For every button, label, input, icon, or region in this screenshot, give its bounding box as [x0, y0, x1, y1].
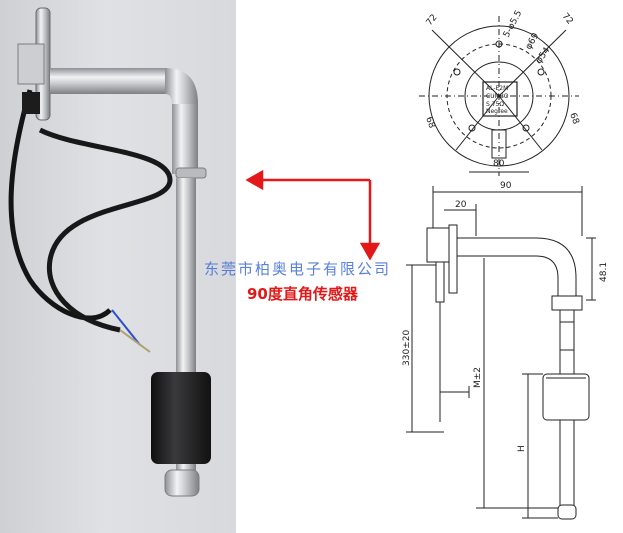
plate-line-2: CUMBO — [486, 93, 509, 100]
sensor-photo-illustration — [8, 7, 211, 497]
dim-length: 330±20 — [402, 330, 412, 366]
plate-line-3: S 75Ω — [486, 101, 504, 108]
name-plate: AL-E2M CUMBO S 75Ω Negree — [486, 85, 509, 115]
sensor-photo — [0, 0, 236, 533]
pointer-arrow — [245, 169, 381, 261]
company-watermark: 东莞市柏奥电子有限公司 — [204, 260, 392, 278]
technical-drawing-svg: 72 72 5-φ5.5 φ69 φ54 68 68 80 AL-E2M CUM… — [245, 9, 609, 520]
dim-width: 90 — [500, 181, 512, 191]
dim-bolt-holes: 5-φ5.5 — [502, 9, 525, 40]
dim-flange: 20 — [455, 200, 467, 210]
plate-line-1: AL-E2M — [486, 85, 508, 92]
dim-m: M±2 — [473, 367, 483, 388]
dim-h: H — [517, 445, 527, 452]
dim-d1: φ69 — [524, 31, 541, 51]
dim-left: 68 — [423, 116, 436, 130]
dim-bend: 48.1 — [599, 262, 609, 282]
dim-top-right: 72 — [560, 12, 575, 27]
dim-bottom: 80 — [493, 159, 505, 169]
side-view — [406, 186, 596, 520]
technical-drawing: 72 72 5-φ5.5 φ69 φ54 68 68 80 AL-E2M CUM… — [236, 0, 623, 533]
sensor-type-label: 90度直角传感器 — [247, 285, 358, 303]
dim-top-left: 72 — [425, 13, 440, 28]
plate-line-4: Negree — [486, 108, 508, 115]
dim-right: 68 — [567, 112, 580, 126]
top-view — [419, 16, 579, 176]
